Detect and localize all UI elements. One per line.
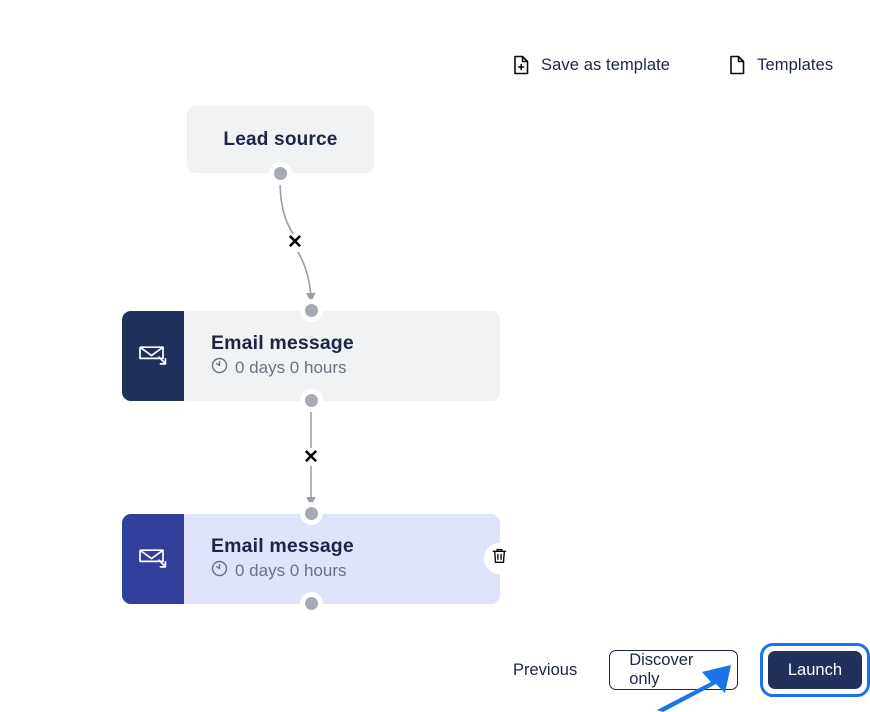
save-as-template-button[interactable]: Save as template [512, 55, 670, 75]
trigger-node-title: Lead source [223, 128, 338, 150]
action-node-email-message-1[interactable]: Email message 0 days 0 hours [122, 311, 500, 401]
action-node-1-input-port[interactable] [305, 304, 318, 317]
previous-button[interactable]: Previous [513, 660, 578, 679]
templates-label: Templates [757, 55, 834, 74]
action-node-1-title: Email message [211, 331, 354, 354]
action-node-email-message-2[interactable]: Email message 0 days 0 hours [122, 514, 500, 604]
templates-button[interactable]: Templates [728, 55, 833, 75]
action-node-2-body: Email message 0 days 0 hours [184, 514, 500, 604]
clock-icon [211, 357, 228, 379]
launch-button[interactable]: Launch [767, 651, 862, 689]
trigger-node-lead-source[interactable]: Lead source [187, 106, 374, 173]
action-node-2-delay: 0 days 0 hours [211, 560, 500, 582]
action-node-2-delay-text: 0 days 0 hours [235, 560, 347, 580]
email-send-icon [122, 311, 184, 401]
document-icon [728, 55, 746, 75]
action-node-1-body: Email message 0 days 0 hours [184, 311, 500, 401]
action-node-2-output-port[interactable] [305, 597, 318, 610]
wizard-footer: Previous Discover only Launch [513, 643, 870, 697]
edge-remove-marker-2[interactable]: ✕ [303, 446, 319, 468]
trigger-output-port[interactable] [274, 167, 287, 180]
document-plus-icon [512, 55, 530, 75]
action-node-1-delay: 0 days 0 hours [211, 357, 500, 379]
launch-button-focus-ring: Launch [759, 643, 870, 697]
action-node-2-title: Email message [211, 534, 354, 557]
delete-node-button[interactable] [484, 543, 515, 574]
edge-remove-marker-1[interactable]: ✕ [287, 231, 303, 253]
action-node-1-delay-text: 0 days 0 hours [235, 357, 347, 377]
clock-icon [211, 560, 228, 582]
template-toolbar: Save as template Templates [512, 55, 833, 75]
discover-only-button[interactable]: Discover only [609, 650, 738, 690]
action-node-1-output-port[interactable] [305, 394, 318, 407]
save-as-template-label: Save as template [541, 55, 671, 74]
trash-icon [491, 547, 508, 570]
action-node-2-input-port[interactable] [305, 507, 318, 520]
email-send-icon [122, 514, 184, 604]
